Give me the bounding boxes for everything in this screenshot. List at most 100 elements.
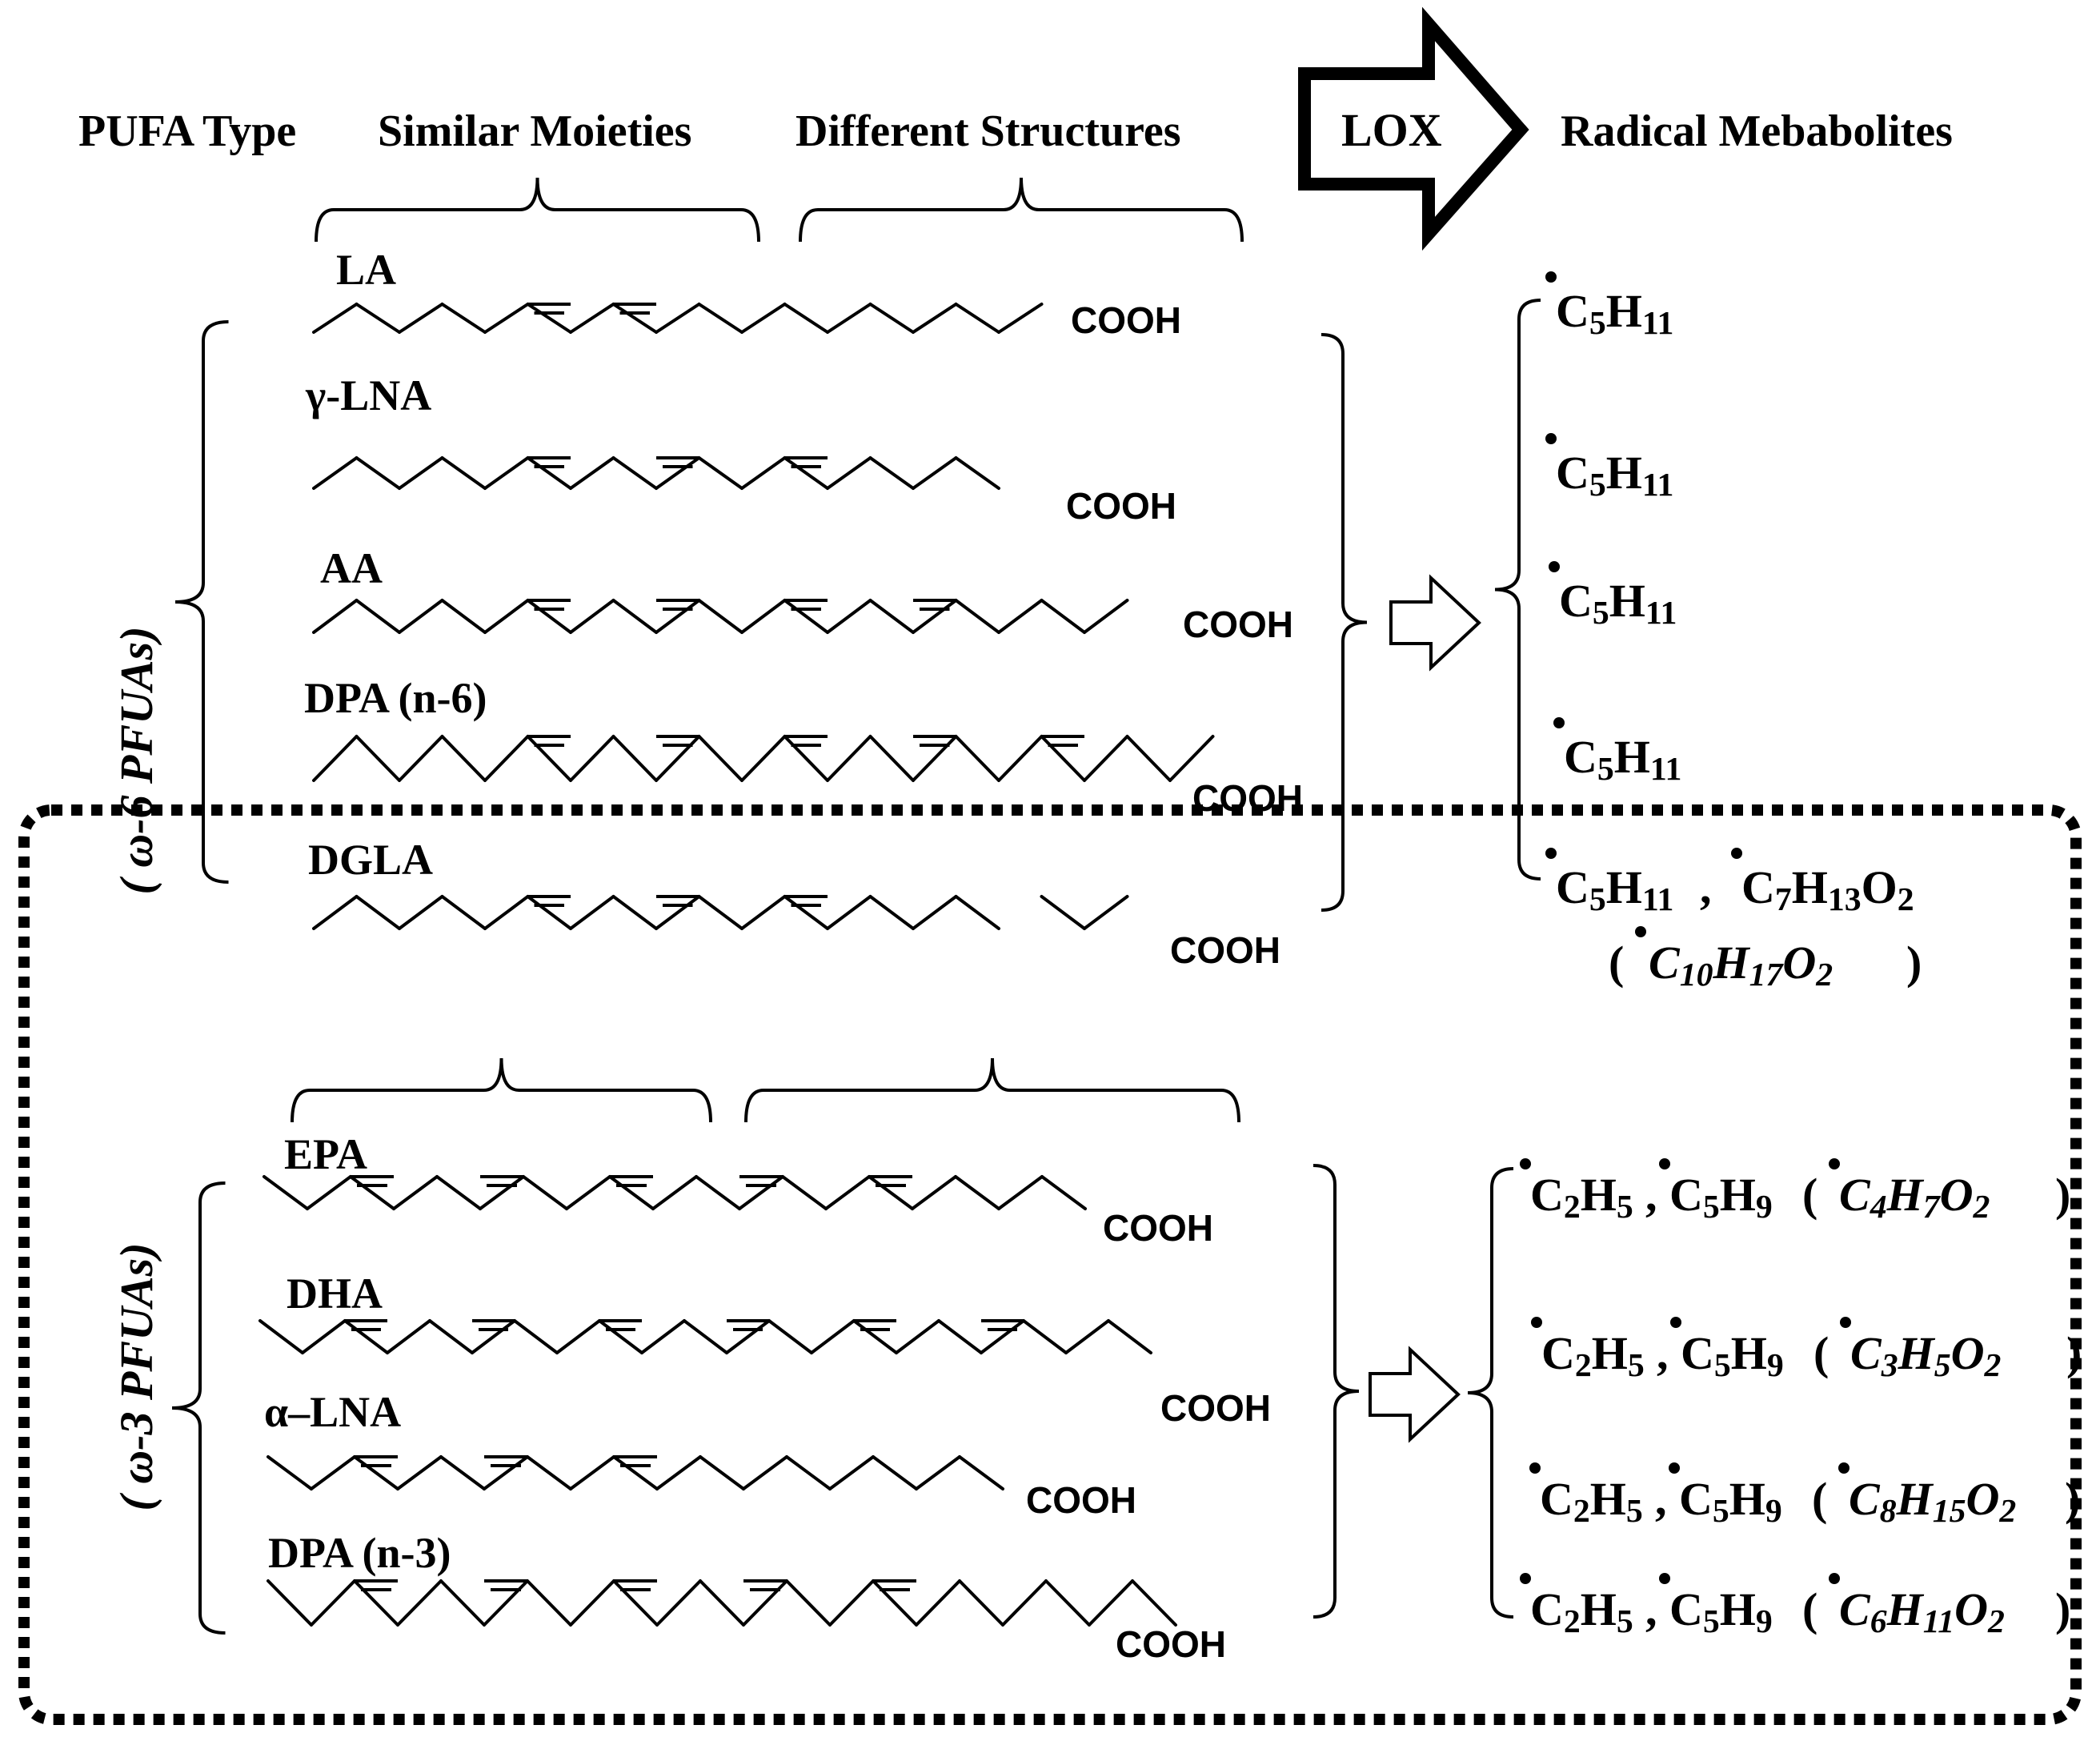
comma: , bbox=[1645, 1583, 1657, 1635]
brace-different-structures-omega6 bbox=[799, 177, 1244, 243]
paren-close: ) bbox=[2055, 1169, 2070, 1221]
radical-dot bbox=[1829, 1573, 1840, 1584]
omega6-metabolite: C5H11,C7H13O2(C10H17O2) bbox=[1545, 848, 1922, 993]
bond bbox=[695, 1175, 741, 1210]
bond bbox=[569, 895, 615, 930]
radical-dot bbox=[1520, 1573, 1531, 1584]
bond bbox=[697, 456, 743, 490]
bond bbox=[655, 895, 701, 930]
bond bbox=[396, 1455, 443, 1490]
bond bbox=[526, 1455, 572, 1490]
formula-text: C6H11O2 bbox=[1839, 1583, 2005, 1640]
bond bbox=[439, 1455, 486, 1490]
formula-text: C2H5 bbox=[1530, 1169, 1633, 1226]
bond bbox=[611, 599, 658, 634]
brace-similar-moieties-omega3 bbox=[291, 1057, 712, 1123]
paren-open: ( bbox=[1813, 1327, 1829, 1379]
bond bbox=[353, 1455, 399, 1490]
radical-dot bbox=[1840, 1317, 1851, 1328]
bond bbox=[262, 1175, 309, 1210]
bond bbox=[526, 735, 572, 782]
bond bbox=[742, 1455, 788, 1490]
omega6-metabolite: C5H11 bbox=[1553, 717, 1681, 788]
bond bbox=[697, 599, 743, 634]
comma: , bbox=[1655, 1473, 1667, 1525]
bond bbox=[1088, 1579, 1134, 1627]
paren-open: ( bbox=[1812, 1473, 1827, 1525]
bond bbox=[483, 895, 530, 930]
bond bbox=[783, 456, 829, 490]
bond bbox=[312, 456, 359, 490]
bond bbox=[868, 303, 915, 334]
bond bbox=[343, 1319, 389, 1354]
bond bbox=[783, 735, 829, 782]
chain-name: LA bbox=[336, 246, 396, 294]
bond bbox=[1040, 735, 1086, 782]
omega3-group-label: ( ω-3 PFUAs) bbox=[110, 1242, 162, 1510]
formula-text: C8H15O2 bbox=[1849, 1473, 2016, 1530]
bond bbox=[783, 303, 829, 334]
brace-group bbox=[171, 177, 1541, 1635]
paren-close: ) bbox=[2066, 1327, 2082, 1379]
formula-text: C2H5 bbox=[1530, 1583, 1633, 1640]
bond bbox=[725, 1319, 771, 1354]
bond bbox=[1131, 1579, 1177, 1627]
bond bbox=[569, 599, 615, 634]
omega3-metabolite: C2H5,C5H9(C4H7O2) bbox=[1520, 1158, 2070, 1226]
bond bbox=[868, 895, 915, 930]
bond bbox=[697, 895, 743, 930]
bond bbox=[785, 1579, 832, 1627]
formula-text: C5H11 bbox=[1556, 447, 1673, 503]
bond bbox=[526, 895, 572, 930]
header-similar-moieties: Similar Moieties bbox=[378, 106, 691, 156]
omega6-group-label: ( ω-6 PFUAs) bbox=[110, 626, 162, 894]
small-arrow-group bbox=[1369, 574, 1481, 1443]
bond bbox=[651, 1175, 698, 1210]
omega6-metabolite: C5H11 bbox=[1545, 271, 1673, 342]
bond bbox=[937, 1319, 983, 1354]
bond bbox=[440, 735, 487, 782]
chain-name: α–LNA bbox=[264, 1388, 401, 1436]
chain-name: γ-LNA bbox=[305, 371, 431, 419]
bond bbox=[868, 735, 915, 782]
bond bbox=[598, 1319, 643, 1354]
bond bbox=[565, 1175, 611, 1210]
bond bbox=[471, 1319, 516, 1354]
bond bbox=[655, 599, 701, 634]
carboxyl-label: COOH bbox=[1192, 777, 1303, 819]
radical-dot bbox=[1635, 926, 1646, 937]
header-pufa-type: PUFA Type bbox=[78, 106, 296, 156]
bond bbox=[611, 735, 658, 782]
radical-dot bbox=[1838, 1462, 1850, 1474]
formula-text: C5H9 bbox=[1669, 1169, 1773, 1226]
metabolite-group: C5H11C5H11C5H11C5H11C5H11,C7H13O2(C10H17… bbox=[1520, 271, 2082, 1640]
brace-omega6-right bbox=[1321, 333, 1368, 912]
bond bbox=[997, 735, 1044, 782]
formula-text: C5H11 bbox=[1556, 861, 1673, 918]
radical-dot bbox=[1731, 848, 1742, 859]
bond bbox=[398, 599, 444, 634]
brace-similar-moieties-omega6 bbox=[315, 177, 760, 243]
formula-text: C5H11 bbox=[1564, 731, 1681, 788]
brace-different-structures-omega3 bbox=[744, 1057, 1240, 1123]
chain-name: AA bbox=[320, 544, 383, 592]
bond bbox=[828, 1455, 875, 1490]
chain-name: DGLA bbox=[308, 836, 433, 884]
bond bbox=[611, 895, 658, 930]
radical-dot bbox=[1670, 1317, 1681, 1328]
bond bbox=[301, 1319, 347, 1354]
brace-omega3-left bbox=[171, 1181, 226, 1635]
bond bbox=[958, 1579, 1004, 1627]
carboxyl-label: COOH bbox=[1103, 1207, 1213, 1249]
bond bbox=[912, 456, 958, 490]
bond bbox=[398, 735, 444, 782]
bond bbox=[740, 895, 787, 930]
formula-text: C10H17O2 bbox=[1649, 937, 1833, 993]
bond bbox=[997, 1175, 1044, 1210]
bond bbox=[310, 1579, 356, 1627]
radical-dot bbox=[1545, 271, 1557, 283]
bond bbox=[1083, 895, 1129, 930]
